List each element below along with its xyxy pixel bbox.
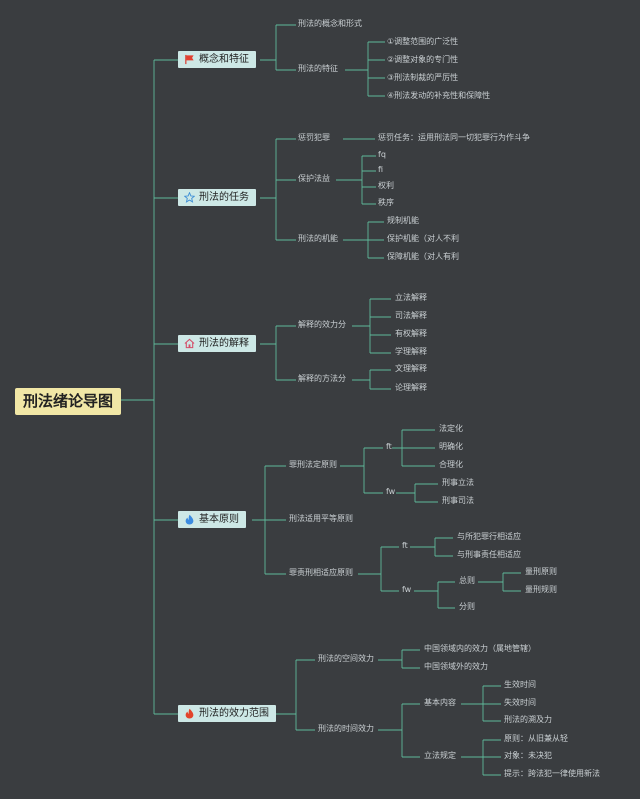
leaf-item[interactable]: 刑事司法	[442, 496, 474, 505]
leaf-item[interactable]: ①调整范围的广泛性	[387, 37, 459, 46]
topic-interpretation[interactable]: 刑法的解释	[178, 335, 256, 352]
leaf-item[interactable]: 司法解释	[395, 311, 427, 320]
branch-item[interactable]: 罪责刑相适应原则	[289, 568, 353, 577]
leaf-item[interactable]: 有权解释	[395, 329, 427, 338]
root-node[interactable]: 刑法绪论导图	[15, 388, 122, 415]
leaf-item[interactable]: 文理解释	[395, 364, 427, 373]
leaf-item[interactable]: ②调整对象的专门性	[387, 55, 459, 64]
branch-item[interactable]: 解释的方法分	[298, 374, 346, 383]
sub-branch[interactable]: fw	[402, 585, 412, 594]
topic-label: 刑法的任务	[199, 191, 249, 203]
branch-item[interactable]: 解释的效力分	[298, 320, 346, 329]
leaf-item[interactable]: 学理解释	[395, 347, 427, 356]
topic-scope[interactable]: 刑法的效力范围	[178, 705, 276, 722]
blue-flame-icon	[184, 514, 195, 525]
leaf-item[interactable]: 中国领域外的效力	[424, 662, 488, 671]
sub-branch[interactable]: ft	[402, 541, 408, 550]
branch-item[interactable]: 刑法的机能	[298, 234, 338, 243]
topic-label: 概念和特征	[199, 53, 249, 65]
leaf-item[interactable]: 刑法的溯及力	[504, 715, 552, 724]
leaf-item[interactable]: 生效时间	[504, 680, 536, 689]
sub-branch[interactable]: 立法规定	[424, 751, 456, 760]
leaf-item[interactable]: 对象：未决犯	[504, 751, 552, 760]
branch-item[interactable]: 刑法适用平等原则	[289, 514, 353, 523]
leaf-item[interactable]: fq	[378, 150, 386, 159]
leaf-item[interactable]: 立法解释	[395, 293, 427, 302]
leaf-item[interactable]: 明确化	[439, 442, 463, 451]
leaf-item[interactable]: 保护机能（对人不利	[387, 234, 459, 243]
sub-branch[interactable]: 基本内容	[424, 698, 456, 707]
topic-label: 基本原则	[199, 513, 239, 525]
star-icon	[184, 192, 195, 203]
red-flag-icon	[184, 54, 195, 65]
leaf-item[interactable]: 刑事立法	[442, 478, 474, 487]
leaf-item[interactable]: 失效时间	[504, 698, 536, 707]
leaf-item[interactable]: ③刑法制裁的严厉性	[387, 73, 459, 82]
leaf-item[interactable]: 中国领域内的效力（属地管辖）	[424, 644, 536, 653]
sub-branch[interactable]: ft	[386, 442, 392, 451]
leaf-item[interactable]: fi	[378, 165, 384, 174]
topic-label: 刑法的解释	[199, 337, 249, 349]
leaf-item[interactable]: 权利	[378, 181, 394, 190]
branch-item[interactable]: 惩罚犯罪	[298, 133, 330, 142]
leaf-item[interactable]: ④刑法发动的补充性和保障性	[387, 91, 491, 100]
leaf-item[interactable]: 论理解释	[395, 383, 427, 392]
leaf-item[interactable]: 规制机能	[387, 216, 419, 225]
leaf-item[interactable]: 分则	[459, 602, 475, 611]
leaf-item[interactable]: 总则	[459, 576, 475, 585]
leaf-item[interactable]: 量刑原则	[525, 567, 557, 576]
leaf-item[interactable]: 秩序	[378, 198, 394, 207]
leaf-item[interactable]: 与所犯罪行相适应	[457, 532, 521, 541]
leaf-item[interactable]: 提示：跨法犯一律使用新法	[504, 769, 600, 778]
branch-item[interactable]: 保护法益	[298, 174, 330, 183]
topic-tasks[interactable]: 刑法的任务	[178, 189, 256, 206]
branch-item[interactable]: 刑法的空间效力	[318, 654, 374, 663]
topic-label: 刑法的效力范围	[199, 707, 269, 719]
leaf-item[interactable]: 法定化	[439, 424, 463, 433]
leaf-item[interactable]: 量刑规则	[525, 585, 557, 594]
leaf-item[interactable]: 保障机能（对人有利	[387, 252, 459, 261]
sub-branch[interactable]: fw	[386, 487, 396, 496]
leaf-item[interactable]: 与刑事责任相适应	[457, 550, 521, 559]
topic-concept-features[interactable]: 概念和特征	[178, 51, 256, 68]
leaf-item[interactable]: 原则：从旧兼从轻	[504, 734, 568, 743]
branch-item[interactable]: 刑法的时间效力	[318, 724, 374, 733]
home-icon	[184, 338, 195, 349]
branch-note[interactable]: 惩罚任务：运用刑法同一切犯罪行为作斗争	[378, 133, 530, 142]
topic-principles[interactable]: 基本原则	[178, 511, 246, 528]
red-flame-icon	[184, 708, 195, 719]
branch-item[interactable]: 刑法的特征	[298, 64, 338, 73]
branch-item[interactable]: 罪刑法定原则	[289, 460, 337, 469]
leaf-item[interactable]: 合理化	[439, 460, 463, 469]
branch-item[interactable]: 刑法的概念和形式	[298, 19, 362, 28]
